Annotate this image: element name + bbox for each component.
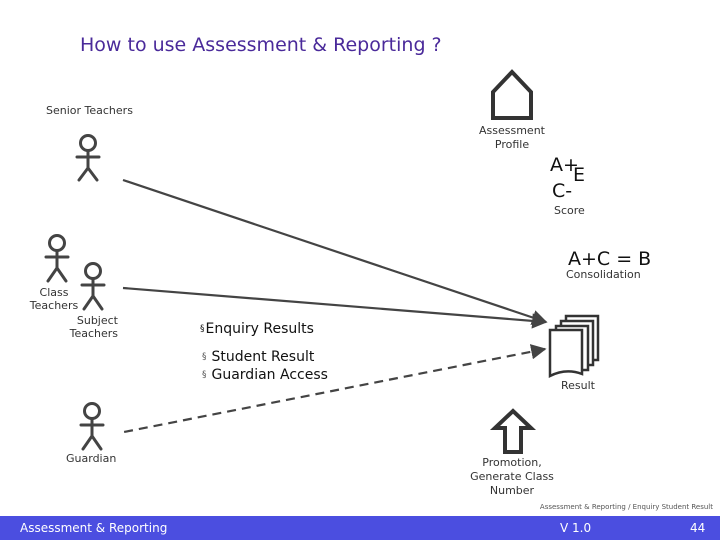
list-item: §Guardian Access bbox=[202, 367, 328, 383]
student-result-item: Student Result bbox=[211, 349, 315, 365]
result-to-guardian-dashed-arrow bbox=[123, 344, 547, 434]
home-up-arrow-icon bbox=[491, 69, 533, 120]
enquiry-heading-text: Enquiry Results bbox=[205, 321, 314, 337]
senior-teachers-label: Senior Teachers bbox=[46, 104, 133, 117]
guardian-figure-icon bbox=[79, 402, 105, 451]
subject-teacher-figure-icon bbox=[80, 262, 106, 311]
guardian-access-item: Guardian Access bbox=[211, 367, 328, 383]
senior-to-result-arrow bbox=[122, 178, 548, 325]
footer-title: Assessment & Reporting bbox=[20, 521, 168, 535]
class-teachers-label: Class Teachers bbox=[29, 286, 79, 312]
promotion-up-arrow-icon bbox=[489, 408, 537, 454]
page-title: How to use Assessment & Reporting ? bbox=[80, 34, 442, 56]
score-label: Score bbox=[554, 204, 585, 217]
result-label: Result bbox=[561, 379, 595, 392]
subject-teachers-label: Subject Teachers bbox=[69, 314, 118, 340]
result-documents-icon bbox=[548, 314, 600, 379]
footer-page-number: 44 bbox=[690, 521, 706, 535]
score-c-minus: C- bbox=[552, 180, 573, 202]
senior-teacher-figure-icon bbox=[75, 134, 101, 182]
promotion-label: Promotion, Generate Class Number bbox=[470, 456, 554, 497]
enquiry-results-heading: §Enquiry Results bbox=[200, 321, 314, 337]
consolidation-label: Consolidation bbox=[566, 268, 641, 281]
consolidation-formula: A+C = B bbox=[568, 248, 652, 270]
teachers-to-result-arrow bbox=[122, 286, 548, 329]
score-e: E bbox=[573, 164, 586, 186]
class-teacher-figure-icon bbox=[44, 234, 70, 283]
footer-version: V 1.0 bbox=[560, 521, 592, 535]
assessment-profile-label: Assessment Profile bbox=[479, 124, 545, 151]
footer-bar: Assessment & Reporting V 1.0 44 bbox=[0, 516, 720, 540]
enquiry-list: §Student Result §Guardian Access bbox=[202, 348, 328, 384]
list-item: §Student Result bbox=[202, 349, 315, 365]
footer-breadcrumb: Assessment & Reporting / Enquiry Student… bbox=[539, 503, 713, 511]
guardian-label: Guardian bbox=[66, 452, 117, 465]
enquiry-bullet: § bbox=[200, 324, 205, 334]
score-a-plus: A+ bbox=[550, 154, 579, 176]
